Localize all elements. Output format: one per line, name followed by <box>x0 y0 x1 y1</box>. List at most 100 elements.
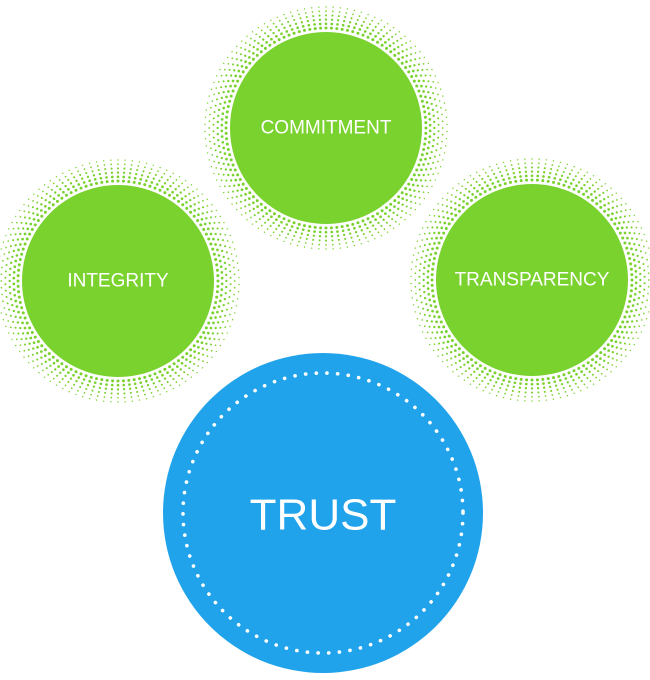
halo-dot <box>184 380 187 383</box>
halo-dot <box>483 190 487 194</box>
halo-dot <box>262 38 265 41</box>
halo-dot <box>504 392 506 395</box>
halo-dot <box>166 169 168 171</box>
halo-dot <box>259 50 263 54</box>
halo-dot <box>213 338 216 341</box>
halo-dot <box>17 263 21 267</box>
halo-dot <box>424 95 427 99</box>
halo-dot <box>163 182 167 185</box>
halo-dot <box>603 347 607 351</box>
halo-dot <box>400 37 402 40</box>
halo-dot <box>478 183 481 187</box>
halo-dot <box>222 191 225 194</box>
halo-dot <box>18 209 21 212</box>
halo-dot <box>437 325 441 329</box>
halo-dot <box>431 262 435 266</box>
halo-dot <box>640 319 643 321</box>
halo-dot <box>434 305 438 309</box>
halo-dot <box>197 195 200 197</box>
halo-dot <box>79 186 83 190</box>
halo-dot <box>166 178 169 181</box>
halo-dot <box>206 227 210 231</box>
halo-dot <box>499 387 502 390</box>
halo-dot <box>385 206 389 210</box>
halo-dot <box>642 295 645 298</box>
halo-dot <box>630 331 633 334</box>
halo-dot <box>224 85 228 88</box>
halo-dot <box>586 180 589 183</box>
halo-dot <box>354 22 358 26</box>
halo-dot <box>36 340 40 344</box>
halo-dot <box>255 199 259 203</box>
halo-dot <box>336 19 340 22</box>
halo-dot <box>223 297 227 301</box>
halo-dot <box>371 29 375 32</box>
halo-dot <box>552 376 555 380</box>
halo-dot <box>637 260 641 264</box>
halo-dot <box>205 217 208 220</box>
halo-dot <box>388 44 392 48</box>
halo-dot <box>356 235 359 238</box>
halo-dot <box>623 215 626 218</box>
halo-dot <box>452 370 454 373</box>
halo-dot <box>235 58 238 61</box>
halo-dot <box>307 23 311 27</box>
halo-dot <box>212 321 215 325</box>
halo-dot <box>324 239 328 242</box>
halo-dot <box>353 26 356 30</box>
halo-dot <box>620 197 622 200</box>
halo-dot <box>566 163 569 165</box>
halo-dot <box>232 63 235 66</box>
halo-dot <box>21 247 25 251</box>
halo-dot <box>641 301 644 304</box>
halo-dot <box>641 256 644 259</box>
halo-dot <box>556 388 559 391</box>
halo-dot <box>454 355 457 358</box>
halo-dot <box>613 222 617 226</box>
halo-dot <box>218 338 221 341</box>
halo-dot <box>14 315 17 318</box>
halo-dot <box>14 326 17 329</box>
halo-dot <box>630 273 634 277</box>
halo-dot <box>419 94 423 98</box>
halo-dot <box>461 372 464 375</box>
halo-dot <box>422 227 424 229</box>
halo-dot <box>401 197 404 200</box>
halo-dot <box>171 190 174 194</box>
halo-dot <box>32 341 36 345</box>
halo-dot <box>47 352 51 356</box>
halo-dot <box>252 201 255 205</box>
halo-dot <box>47 206 51 210</box>
halo-dot <box>374 25 377 28</box>
halo-dot <box>441 127 444 129</box>
halo-dot <box>582 192 586 196</box>
halo-dot <box>432 300 436 303</box>
halo-dot <box>577 386 580 389</box>
halo-dot <box>220 282 224 286</box>
halo-dot <box>635 226 638 229</box>
halo-dot <box>231 57 234 60</box>
halo-dot <box>217 138 220 142</box>
halo-dot <box>213 110 216 114</box>
halo-dot <box>428 298 432 302</box>
halo-dot <box>73 176 76 179</box>
halo-dot <box>632 258 636 262</box>
transparency-label: TRANSPARENCY <box>455 270 610 291</box>
halo-dot <box>645 318 648 320</box>
halo-dot <box>289 11 292 13</box>
halo-dot <box>512 385 516 389</box>
halo-dot <box>128 383 131 386</box>
halo-dot <box>615 366 617 368</box>
halo-dot <box>124 159 126 161</box>
halo-dot <box>469 358 473 362</box>
halo-dot <box>518 390 521 393</box>
halo-dot <box>35 207 39 210</box>
halo-dot <box>75 166 77 169</box>
halo-dot <box>90 166 92 169</box>
halo-dot <box>437 160 439 163</box>
halo-dot <box>244 60 247 64</box>
halo-dot <box>8 228 10 230</box>
halo-dot <box>153 186 157 190</box>
halo-dot <box>531 400 533 402</box>
halo-dot <box>75 379 78 383</box>
